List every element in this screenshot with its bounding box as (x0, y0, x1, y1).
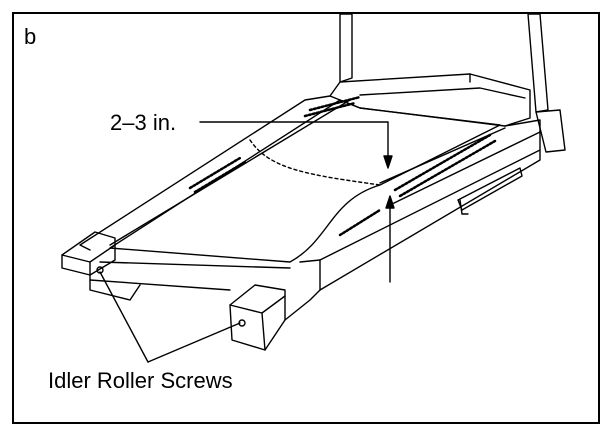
walking-belt (89, 99, 501, 291)
idler-roller-screws-label: Idler Roller Screws (48, 368, 233, 393)
left-end-cap (61, 231, 141, 301)
right-side-rail (299, 119, 541, 291)
upright-posts (339, 13, 549, 113)
callout-lines (99, 271, 241, 363)
right-end-cap (229, 284, 321, 351)
measurement-label: 2–3 in. (110, 110, 177, 135)
panel-label: b (24, 24, 37, 49)
measurement-arrows (199, 121, 395, 283)
left-side-rail (79, 95, 351, 251)
motor-hood (329, 73, 566, 153)
deck-strips (188, 95, 497, 237)
figure-frame (12, 12, 600, 424)
